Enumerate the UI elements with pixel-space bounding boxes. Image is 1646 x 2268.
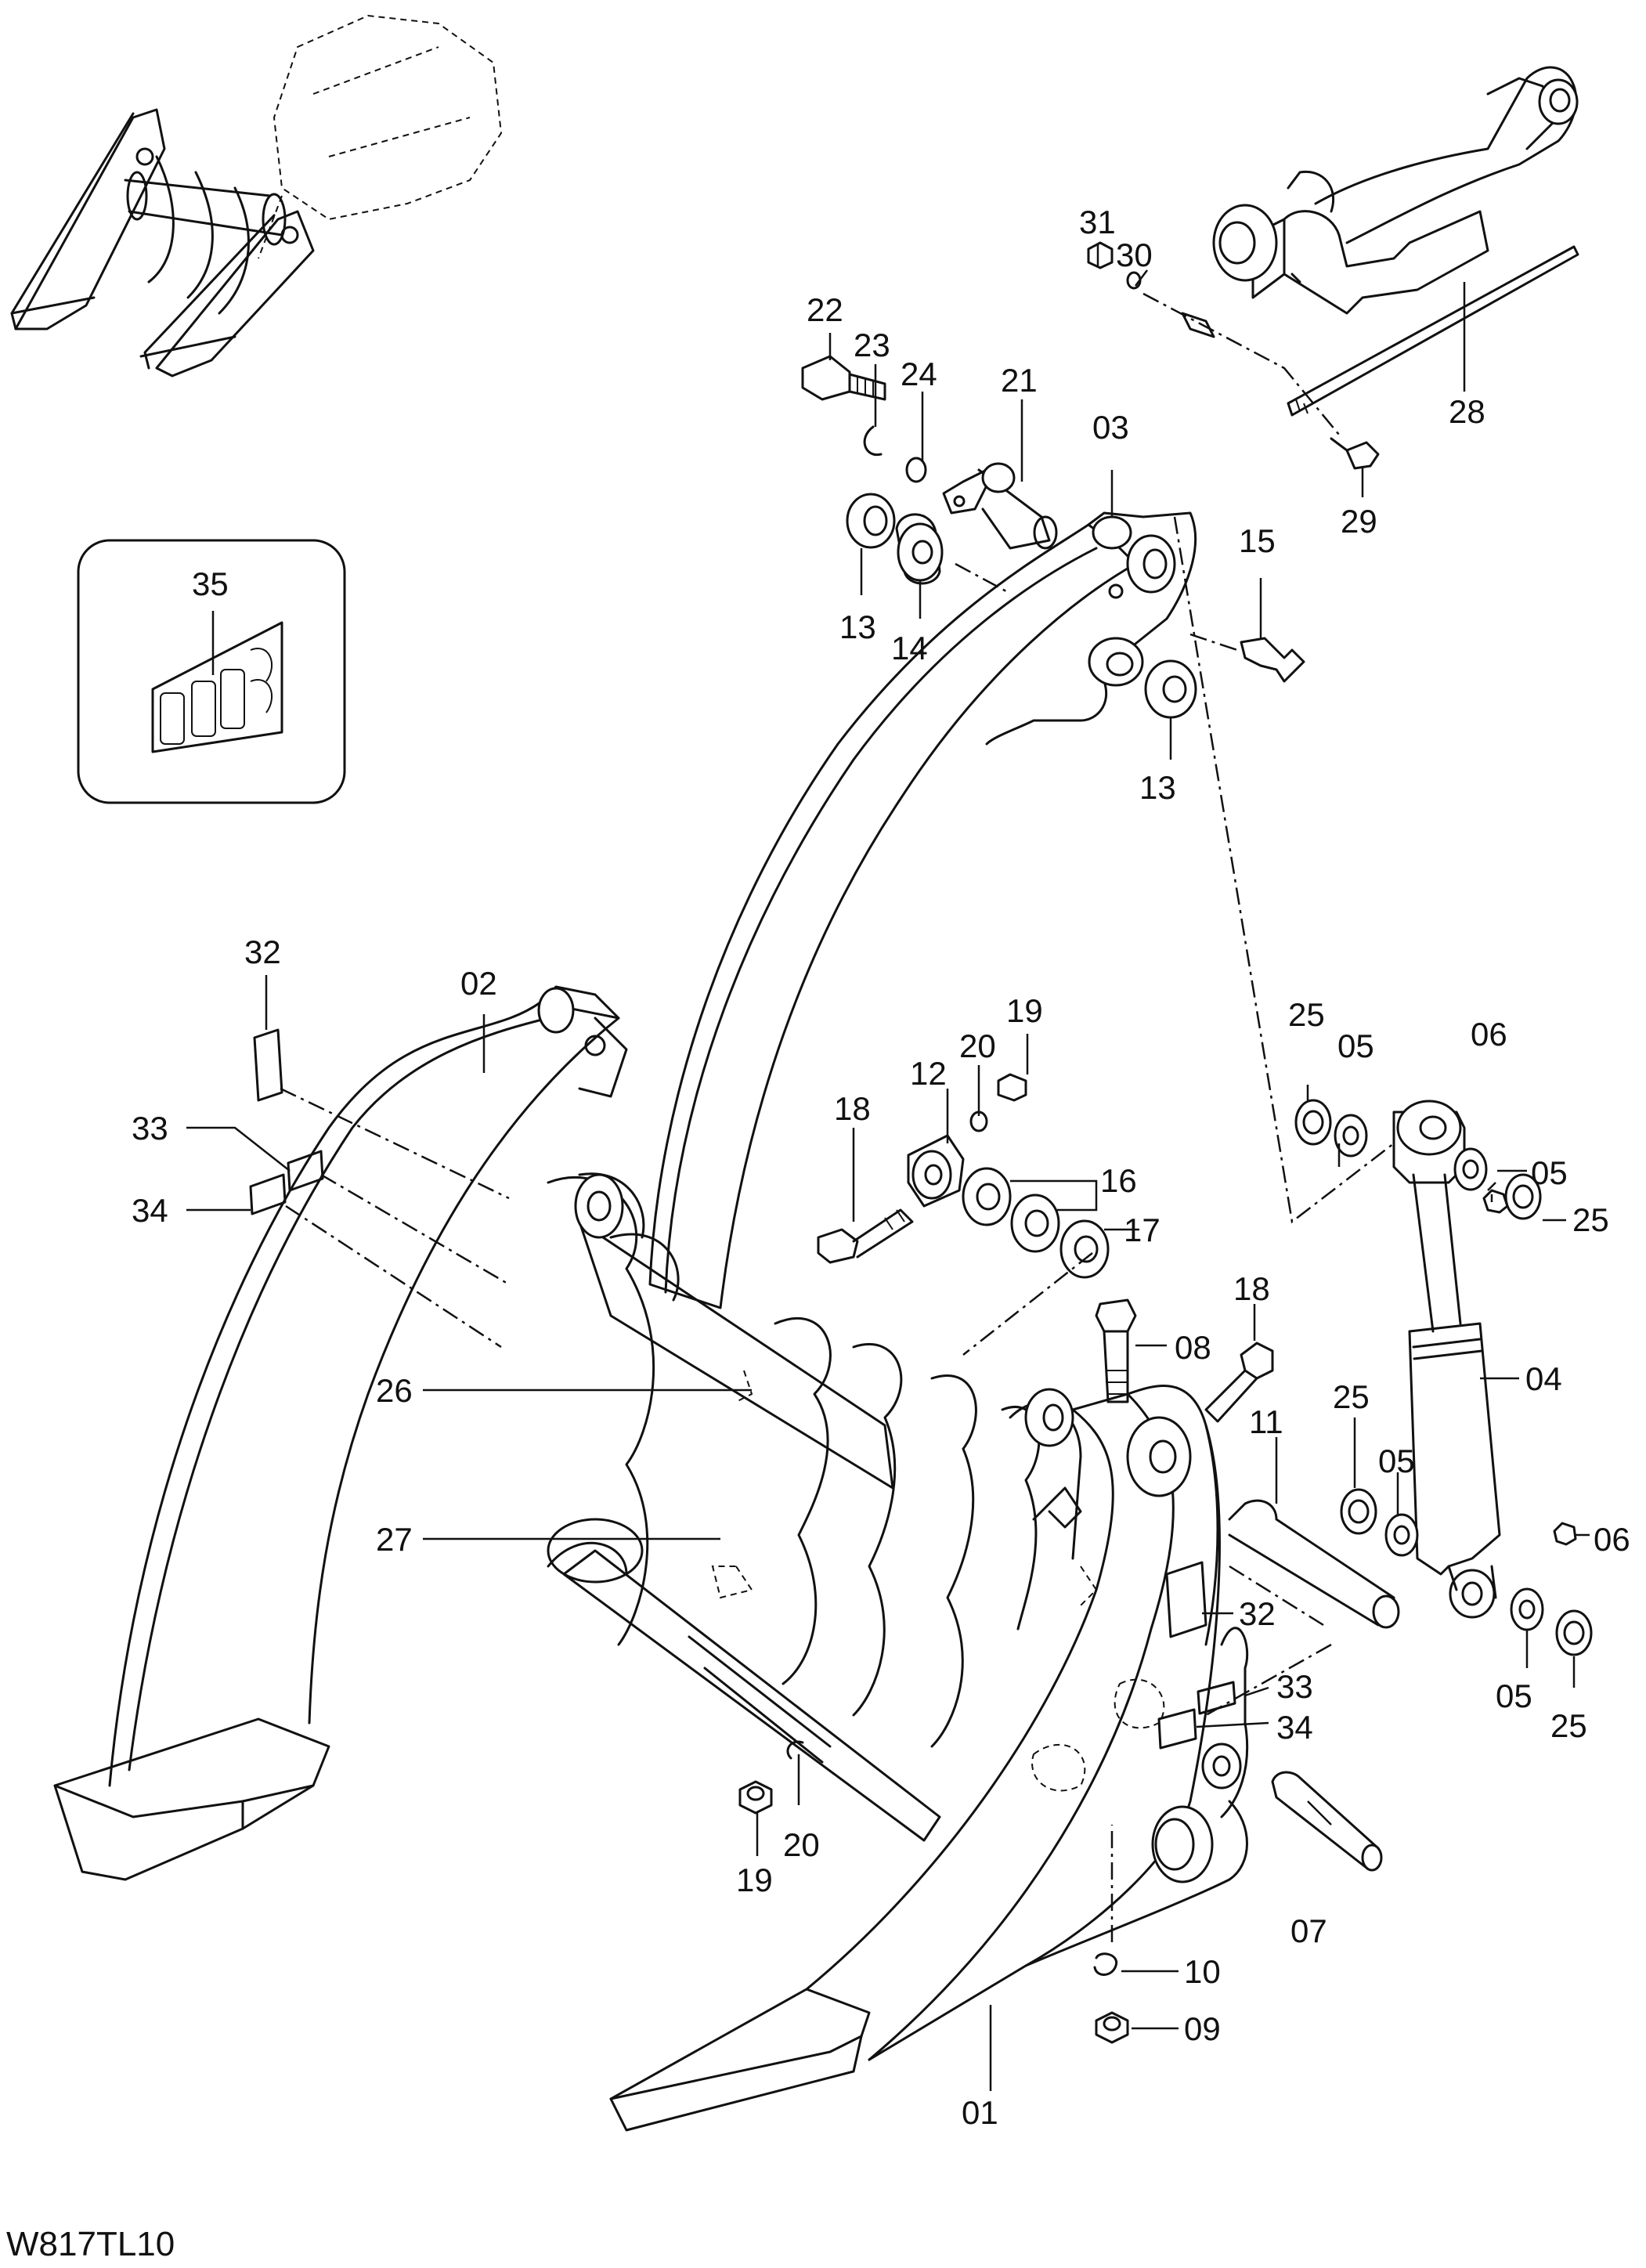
callout-27: 27 (376, 1521, 413, 1558)
callout-05-a: 05 (1337, 1027, 1374, 1064)
callout-28: 28 (1449, 393, 1485, 430)
callout-12: 12 (910, 1055, 947, 1092)
callout-05-c: 05 (1378, 1443, 1415, 1479)
callout-labels: 01 02 03 04 05 05 05 05 06 06 07 08 09 1… (132, 204, 1630, 2131)
frame-cross-tube (547, 1172, 1165, 1842)
assembly-lines (280, 292, 1395, 1942)
callout-25-d: 25 (1550, 1707, 1587, 1744)
callout-24: 24 (901, 356, 937, 392)
callout-33-a: 33 (132, 1110, 168, 1147)
callout-03: 03 (1092, 409, 1129, 446)
callout-16: 16 (1100, 1162, 1137, 1199)
callout-23: 23 (854, 327, 890, 363)
callout-10: 10 (1184, 1953, 1221, 1990)
bar-28 (1287, 245, 1579, 417)
callout-30: 30 (1116, 237, 1153, 273)
callout-25-b: 25 (1572, 1201, 1609, 1238)
callout-25-a: 25 (1288, 996, 1325, 1033)
callout-09: 09 (1184, 2010, 1221, 2047)
callout-19-a: 19 (1006, 992, 1043, 1029)
callout-34-b: 34 (1276, 1709, 1313, 1746)
callout-20-a: 20 (959, 1027, 996, 1064)
callout-17: 17 (1124, 1212, 1161, 1248)
callout-18-a: 18 (834, 1090, 871, 1127)
callout-32-a: 32 (244, 934, 281, 970)
callout-14: 14 (891, 630, 928, 666)
callout-06-a: 06 (1471, 1016, 1507, 1053)
callout-32-b: 32 (1239, 1595, 1276, 1632)
callout-26: 26 (376, 1372, 413, 1409)
callout-05-b: 05 (1531, 1154, 1568, 1191)
callout-01: 01 (962, 2094, 998, 2131)
callout-04: 04 (1525, 1360, 1562, 1397)
decal-set-box (77, 539, 346, 804)
lower-tine-01 (609, 1385, 1249, 2132)
top-arm-03 (648, 511, 1197, 1309)
callout-21: 21 (1001, 362, 1038, 399)
callout-33-b: 33 (1276, 1668, 1313, 1705)
callout-11: 11 (1249, 1403, 1283, 1440)
callout-19-b: 19 (736, 1862, 773, 1898)
drawing-code: W817TL10 (6, 2225, 175, 2263)
callout-31: 31 (1079, 204, 1116, 240)
callout-07: 07 (1290, 1912, 1327, 1949)
top-cylinder-assembly (1181, 66, 1579, 338)
callout-13-a: 13 (839, 609, 876, 645)
callout-18-b: 18 (1233, 1270, 1270, 1307)
callout-13-b: 13 (1139, 769, 1176, 806)
hardware-parts (249, 241, 1593, 2044)
callout-34-a: 34 (132, 1192, 168, 1229)
callout-02: 02 (460, 965, 497, 1002)
callout-08: 08 (1175, 1329, 1211, 1366)
callout-20-b: 20 (783, 1826, 820, 1863)
leader-lines (186, 244, 1590, 2091)
callout-25-c: 25 (1333, 1378, 1370, 1415)
callout-35: 35 (192, 565, 229, 602)
callout-22: 22 (807, 291, 843, 328)
inset-loader-thumbnail (10, 14, 503, 377)
callout-05-d: 05 (1496, 1678, 1532, 1714)
callout-29: 29 (1341, 503, 1377, 540)
callout-15: 15 (1239, 522, 1276, 559)
callout-06-b: 06 (1594, 1521, 1630, 1558)
